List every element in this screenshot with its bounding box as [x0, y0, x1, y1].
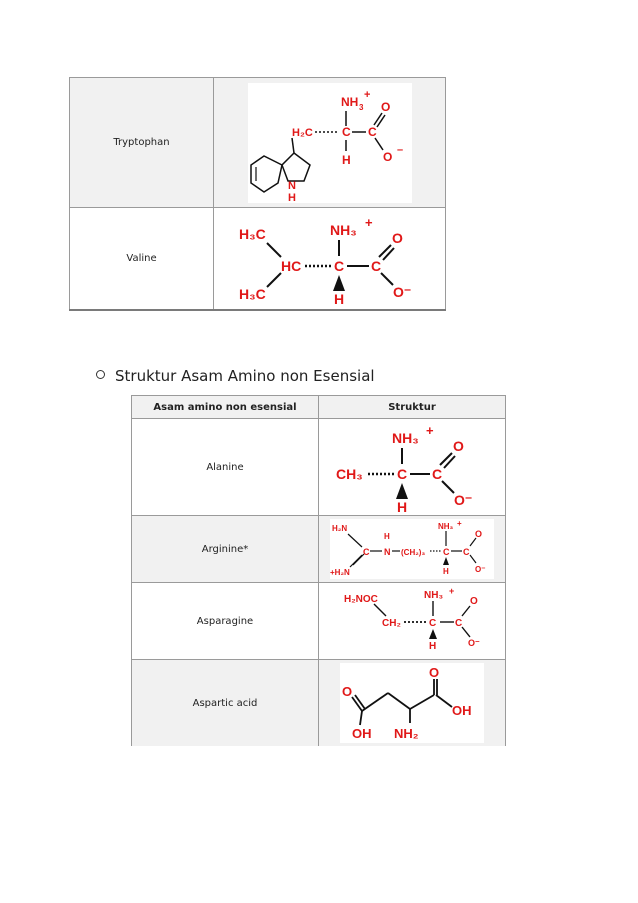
c-label: C: [363, 547, 370, 557]
o-label: O: [453, 438, 464, 454]
arginine-structure: H₂N +H₂N C H N (CH₂)₃ NH₃ + C H C: [330, 519, 494, 579]
h-label: H: [342, 153, 351, 167]
nh3-label: NH: [341, 95, 358, 109]
h-label: H: [429, 641, 436, 652]
ch2-label: CH₂: [382, 618, 401, 629]
n-label: N: [384, 547, 391, 557]
h2-label: H: [443, 567, 449, 576]
o-minus-label: O⁻: [468, 638, 480, 648]
h2n-plus-label: +H₂N: [330, 568, 350, 577]
n-label: N: [288, 180, 296, 192]
valine-structure: H₃C H₃C HC C NH₃ + H C O O⁻: [239, 215, 411, 305]
nh3-label: NH₃: [330, 222, 357, 238]
o-label: O: [392, 230, 403, 246]
o2-label: O: [429, 665, 439, 680]
table-row: Aspartic acid O OH NH₂ O OH: [131, 659, 506, 746]
oh-label: OH: [352, 726, 372, 741]
non-essential-amino-acid-table: Asam amino non esensial Struktur Alanine…: [131, 395, 506, 746]
c-label: C: [334, 258, 344, 274]
o-label: O: [342, 684, 352, 699]
o-label: O: [475, 529, 482, 539]
c-label: C: [429, 618, 436, 629]
structure-cell: H₂N +H₂N C H N (CH₂)₃ NH₃ + C H C: [318, 515, 506, 583]
amino-acid-name-cell: Tryptophan: [69, 77, 214, 208]
asparagine-structure: H₂NOC CH₂ NH₃ + C H C O O⁻: [344, 586, 480, 652]
c-label: C: [397, 466, 407, 482]
table-header-row: Asam amino non esensial Struktur: [131, 395, 506, 419]
table-row: Tryptophan NH 3 + H₂C C C O O – H: [69, 77, 446, 208]
amino-acid-name-cell: Arginine*: [131, 515, 319, 583]
c2-label: C: [368, 125, 377, 139]
h2n-label: H₂N: [332, 524, 347, 533]
o-minus-label: O⁻: [454, 492, 472, 508]
column-header: Asam amino non esensial: [131, 395, 319, 419]
c3-label: C: [463, 547, 470, 557]
ch3-label: CH₃: [336, 466, 363, 482]
h3c-label: H₃C: [239, 226, 266, 242]
hc-label: HC: [281, 258, 301, 274]
h-label: H: [384, 532, 390, 541]
nh3-label: NH₃: [438, 522, 454, 531]
section-heading: Struktur Asam Amino non Esensial: [96, 367, 375, 385]
charge-label: +: [364, 89, 370, 101]
c2-label: C: [443, 547, 450, 557]
charge-label: +: [365, 215, 373, 230]
ch2-label: (CH₂)₃: [401, 548, 425, 557]
h3c-label: H₃C: [239, 286, 266, 302]
c2-label: C: [455, 618, 462, 629]
o2-label: O: [383, 150, 392, 164]
charge-label: +: [457, 519, 462, 528]
h2c-label: H₂C: [292, 127, 313, 139]
amino-acid-name-cell: Aspartic acid: [131, 659, 319, 746]
table-row: Arginine* H₂N +H₂N C H N (CH₂)₃ NH₃ + C: [131, 515, 506, 583]
structure-cell: H₃C H₃C HC C NH₃ + H C O O⁻: [213, 207, 446, 311]
charge-label: +: [426, 423, 434, 438]
alanine-structure: NH₃ + CH₃ C H C O O⁻: [336, 423, 472, 513]
c-label: C: [342, 125, 351, 139]
c2-label: C: [371, 258, 381, 274]
table-row: Asparagine H₂NOC CH₂ NH₃ + C H C O O⁻: [131, 582, 506, 660]
h-label: H: [334, 291, 344, 305]
table-row: Valine H₃C H₃C HC C NH₃ + H C O: [69, 207, 446, 311]
section-heading-text: Struktur Asam Amino non Esensial: [115, 367, 375, 385]
o-minus-label: O⁻: [393, 284, 411, 300]
tryptophan-structure: NH 3 + H₂C C C O O – H: [247, 82, 412, 203]
subscript-label: 3: [359, 103, 364, 112]
charge-label: +: [449, 586, 454, 596]
oh2-label: OH: [452, 703, 472, 718]
nh3-label: NH₃: [424, 590, 443, 601]
essential-amino-acid-table: Tryptophan NH 3 + H₂C C C O O – H: [69, 77, 446, 311]
minus-label: –: [397, 144, 403, 156]
c2-label: C: [432, 466, 442, 482]
amino-acid-name-cell: Alanine: [131, 418, 319, 516]
o-label: O: [470, 596, 478, 607]
amino-acid-name-cell: Asparagine: [131, 582, 319, 660]
column-header: Struktur: [318, 395, 506, 419]
amino-acid-name-cell: Valine: [69, 207, 214, 311]
structure-cell: O OH NH₂ O OH: [318, 659, 506, 746]
bullet-icon: [96, 370, 105, 379]
o-label: O: [381, 100, 390, 114]
structure-cell: NH 3 + H₂C C C O O – H: [213, 77, 446, 208]
aspartic-acid-structure: O OH NH₂ O OH: [340, 663, 484, 743]
structure-cell: NH₃ + CH₃ C H C O O⁻: [318, 418, 506, 516]
h2-label: H: [288, 192, 296, 203]
h-label: H: [397, 499, 407, 513]
nh2-label: NH₂: [394, 726, 419, 741]
o-minus-label: O⁻: [475, 565, 485, 574]
h2noc-label: H₂NOC: [344, 594, 378, 605]
table-row: Alanine NH₃ + CH₃ C H C O O⁻: [131, 418, 506, 516]
structure-cell: H₂NOC CH₂ NH₃ + C H C O O⁻: [318, 582, 506, 660]
nh3-label: NH₃: [392, 430, 419, 446]
